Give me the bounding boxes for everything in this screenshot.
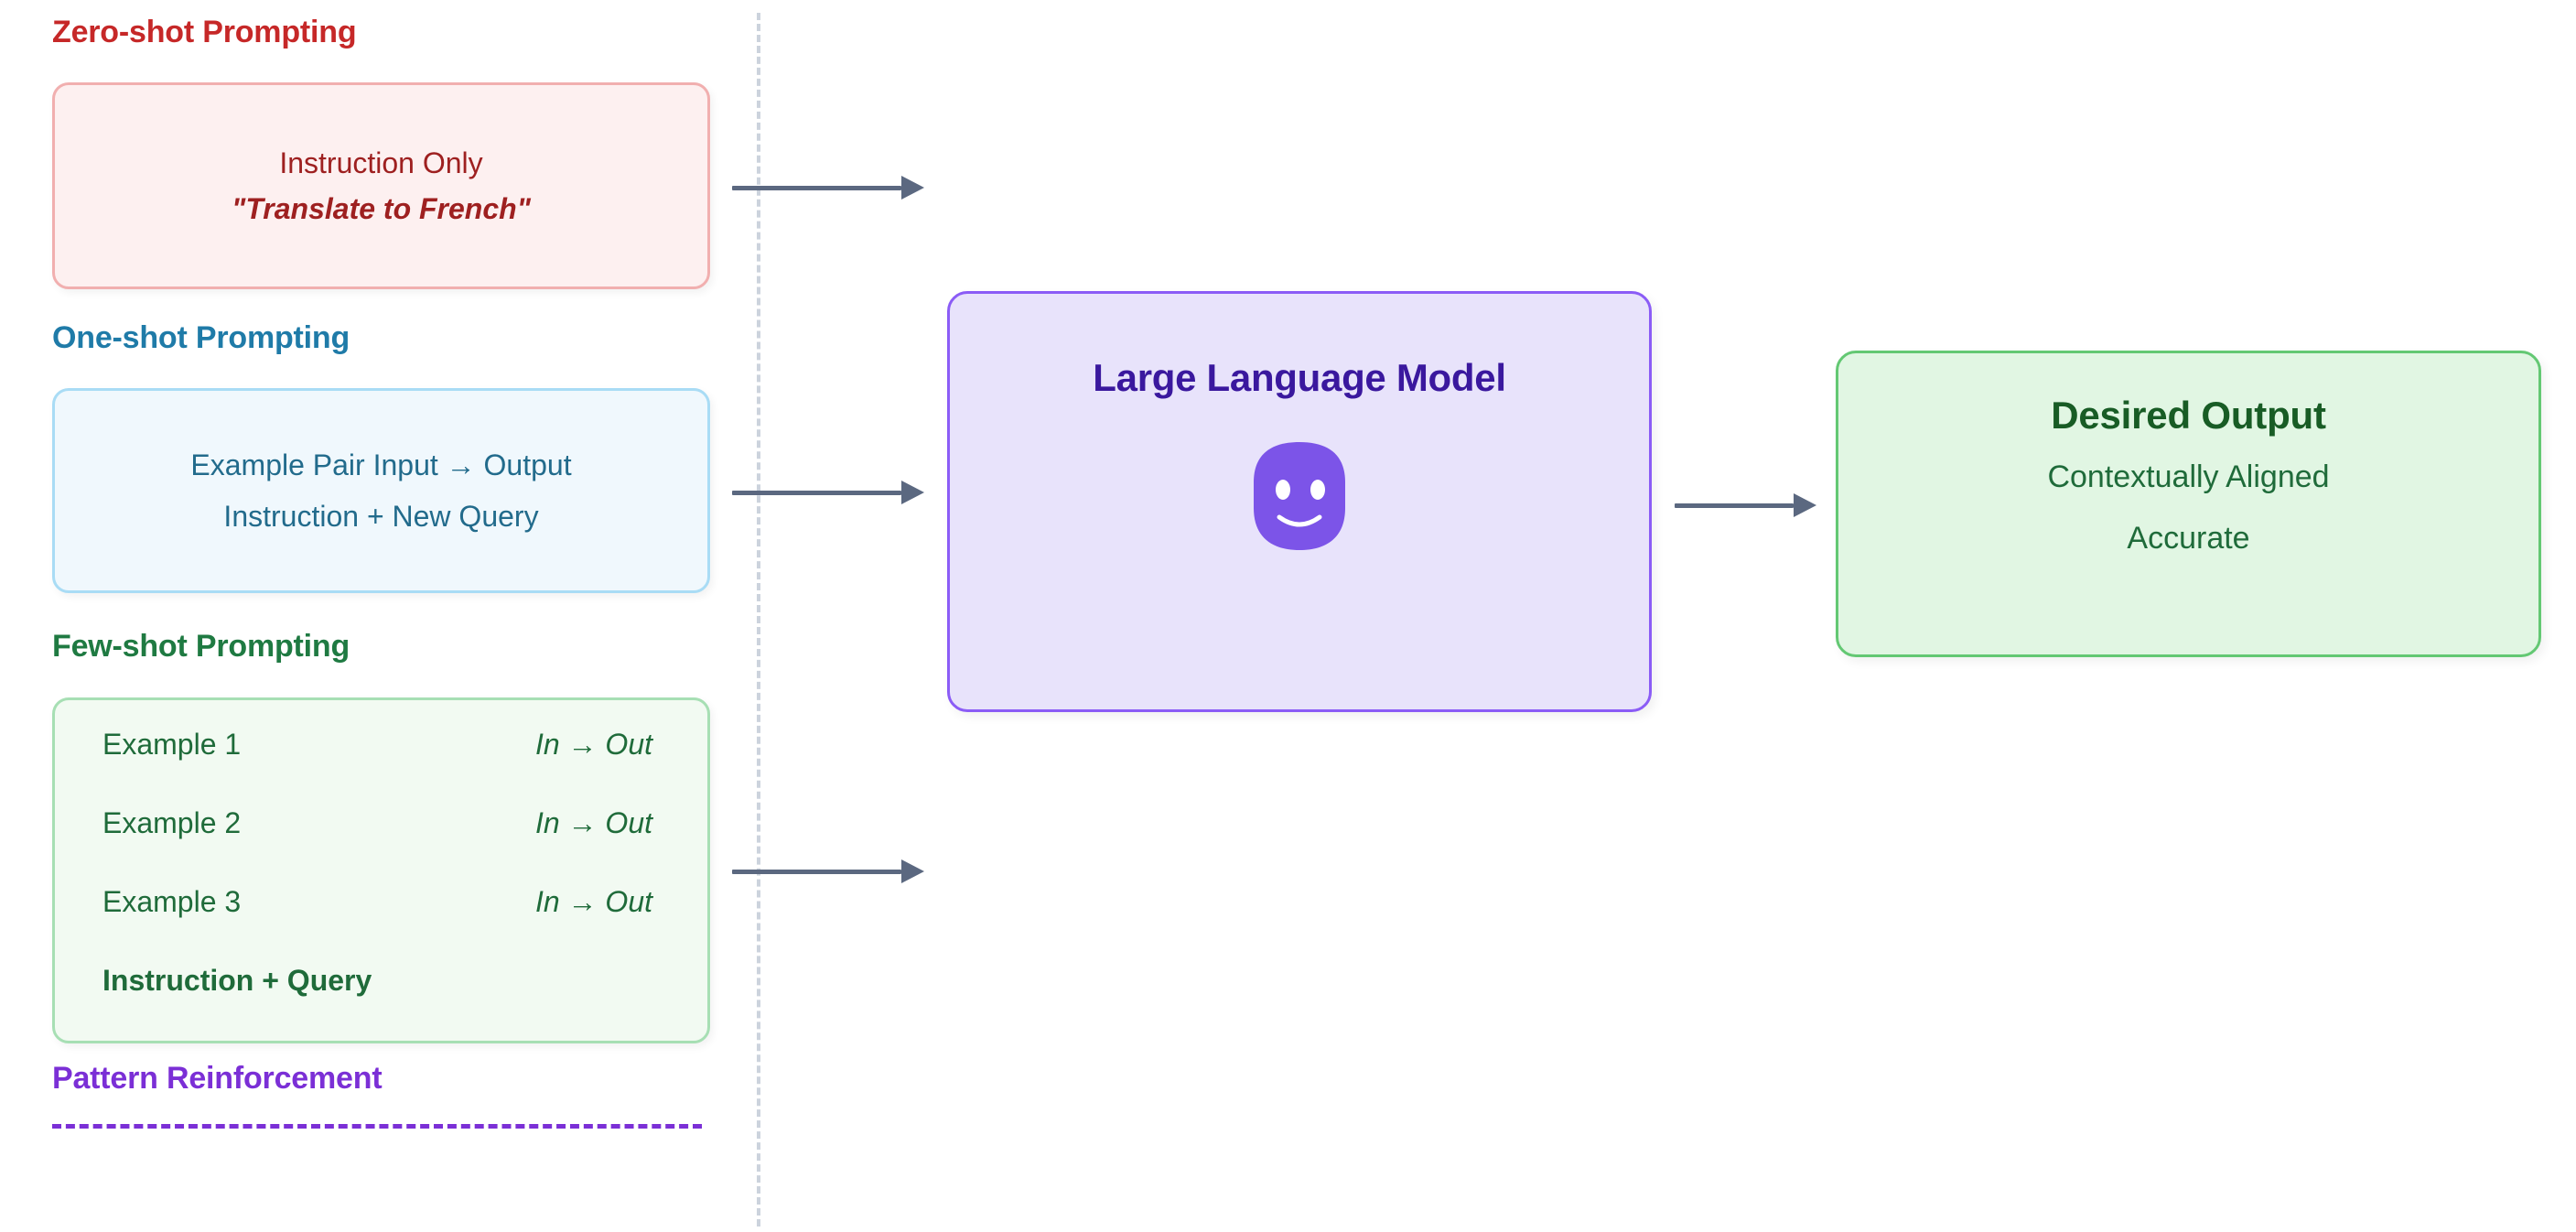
arrow-shaft xyxy=(1675,503,1794,508)
section-title-pattern-reinforcement: Pattern Reinforcement xyxy=(52,1061,383,1096)
one-shot-line-2: Instruction + New Query xyxy=(223,500,539,533)
list-item: Example 1 In → Out xyxy=(102,728,660,762)
example-label: Example 2 xyxy=(102,806,242,839)
zero-shot-line-2: "Translate to French" xyxy=(232,192,531,225)
arrow-zero-shot-to-llm xyxy=(732,176,924,200)
vertical-dashed-divider xyxy=(757,13,760,1227)
arrow-head-icon xyxy=(901,176,924,200)
output-line-1: Contextually Aligned xyxy=(2047,459,2330,494)
example-io: In → Out xyxy=(534,806,652,839)
prompt-card-few-shot[interactable]: Example 1 In → Out Example 2 In → Out Ex… xyxy=(52,697,710,1043)
list-item: Example 2 In → Out xyxy=(102,806,660,840)
arrow-head-icon xyxy=(901,481,924,504)
llm-title: Large Language Model xyxy=(1093,356,1506,399)
output-title: Desired Output xyxy=(2051,394,2326,437)
example-label: Example 3 xyxy=(102,885,242,918)
output-line-2: Accurate xyxy=(2127,521,2250,556)
one-shot-line-1: Example Pair Input → Output xyxy=(190,448,572,481)
arrow-shaft xyxy=(732,491,901,495)
section-title-few-shot: Few-shot Prompting xyxy=(52,629,350,664)
prompt-card-zero-shot[interactable]: Instruction Only "Translate to French" xyxy=(52,82,710,289)
smiley-face-icon xyxy=(1241,437,1358,554)
pattern-reinforcement-dashed-rule xyxy=(52,1124,702,1129)
arrow-shaft xyxy=(732,870,901,874)
prompt-card-one-shot[interactable]: Example Pair Input → Output Instruction … xyxy=(52,388,710,593)
arrow-shaft xyxy=(732,186,901,190)
example-io: In → Out xyxy=(534,728,652,761)
output-box[interactable]: Desired Output Contextually Aligned Accu… xyxy=(1836,351,2541,657)
llm-box[interactable]: Large Language Model xyxy=(947,291,1652,712)
zero-shot-line-1: Instruction Only xyxy=(279,146,483,179)
example-io: In → Out xyxy=(534,885,652,918)
arrow-llm-to-output xyxy=(1675,493,1816,517)
example-label: Example 1 xyxy=(102,728,242,761)
list-item: Example 3 In → Out xyxy=(102,885,660,919)
arrow-head-icon xyxy=(901,859,924,883)
few-shot-footer: Instruction + Query xyxy=(102,964,372,997)
arrow-head-icon xyxy=(1794,493,1816,517)
arrow-one-shot-to-llm xyxy=(732,481,924,504)
section-title-zero-shot: Zero-shot Prompting xyxy=(52,15,357,49)
section-title-one-shot: One-shot Prompting xyxy=(52,320,350,355)
arrow-few-shot-to-llm xyxy=(732,859,924,883)
